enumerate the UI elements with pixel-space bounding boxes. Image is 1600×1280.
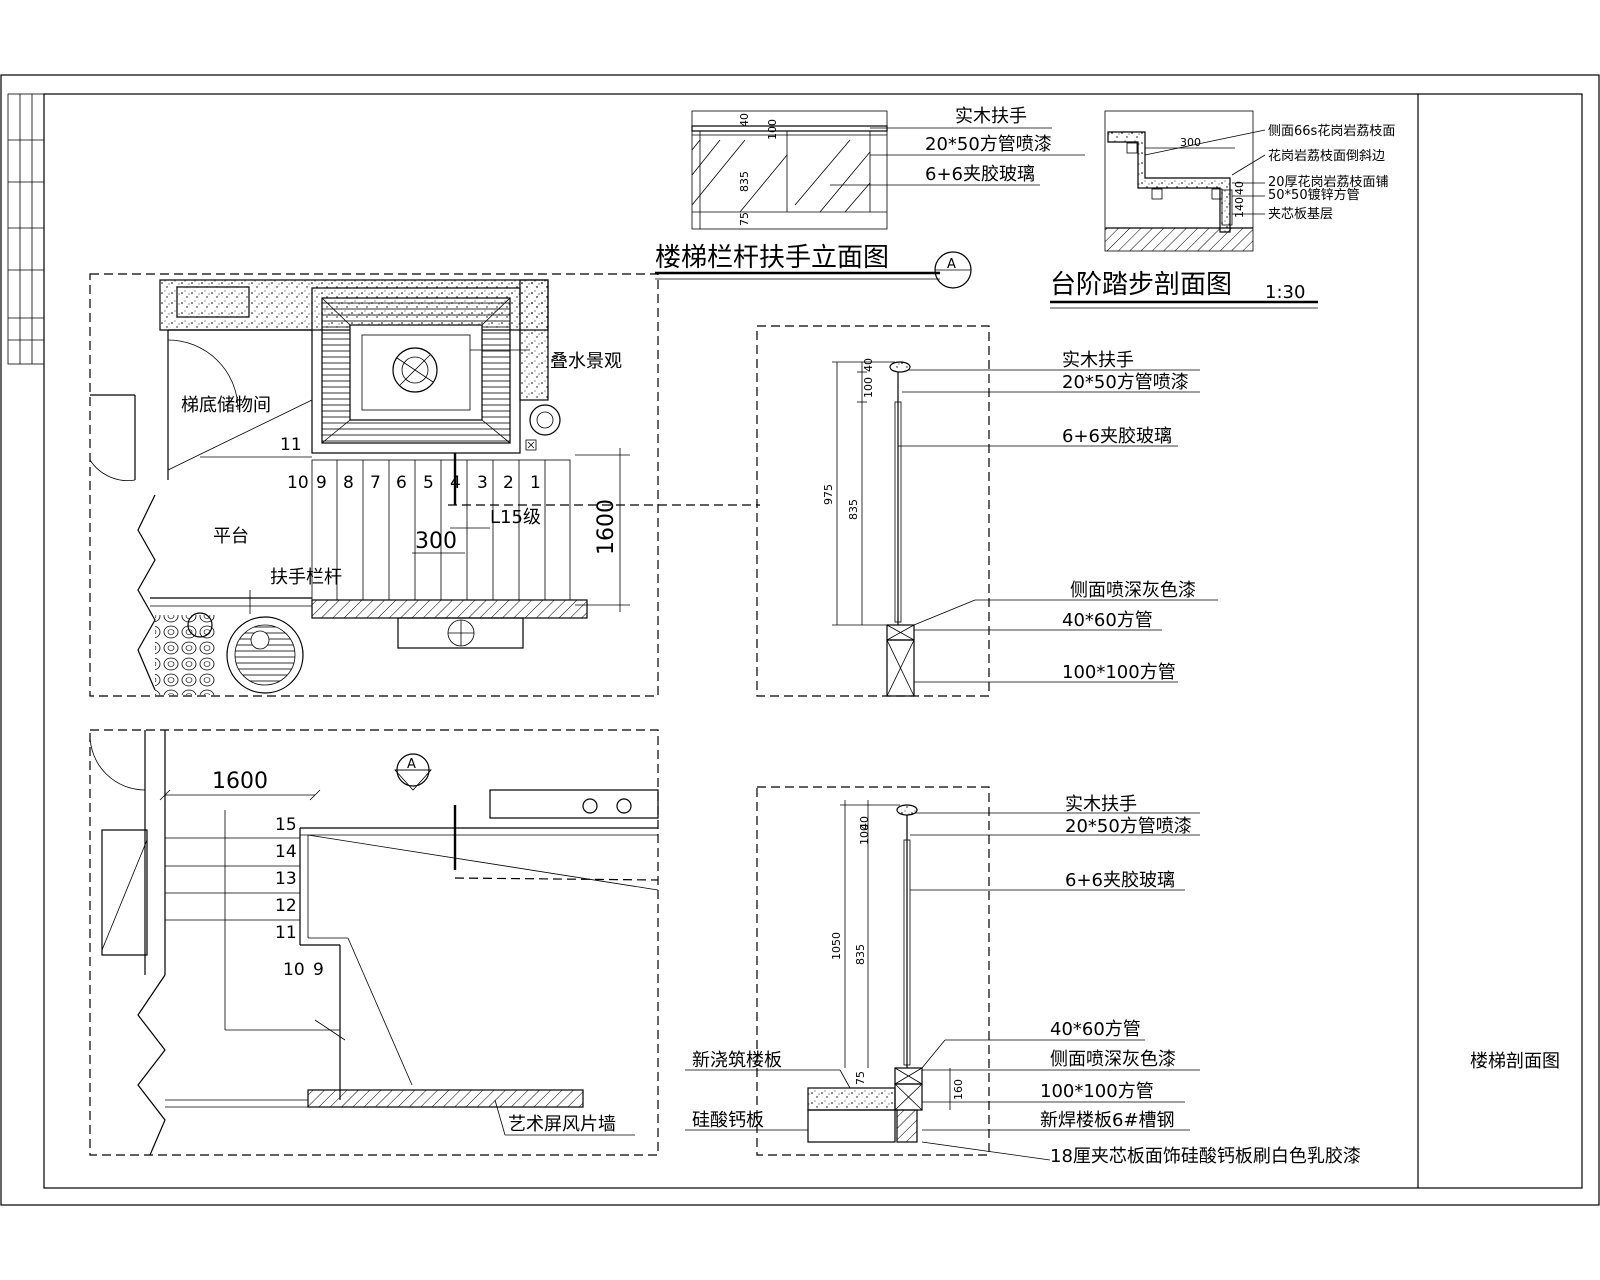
step-number-15: 15 (275, 815, 297, 835)
sec-a-dim-100: 100 (862, 377, 875, 398)
step-number-11-bottom: 11 (275, 923, 297, 943)
step-number-13: 13 (275, 869, 297, 889)
sec-a-label-side-paint: 侧面喷深灰色漆 (1070, 580, 1196, 601)
sec-b-label-calcium-board: 硅酸钙板 (692, 1110, 764, 1131)
sec-b-label-laminated-glass: 6+6夹胶玻璃 (1065, 870, 1175, 891)
dim-1600-bottom: 1600 (212, 769, 268, 794)
sec-a-label-square-tube: 20*50方管喷漆 (1062, 372, 1189, 393)
step-number-3: 3 (477, 473, 488, 493)
elevation-title: 楼梯栏杆扶手立面图 (655, 243, 889, 273)
dim-835: 835 (738, 171, 751, 192)
dim-width-1600: 1600 (594, 499, 619, 555)
label-granite-chamfer: 花岗岩荔枝面倒斜边 (1268, 148, 1385, 164)
step-number-7: 7 (370, 473, 381, 493)
sec-b-label-new-slab: 新浇筑楼板 (692, 1050, 782, 1071)
section-mark-a-bottom: A (407, 757, 416, 772)
label-laminated-glass: 6+6夹胶玻璃 (925, 164, 1035, 185)
step-number-10: 10 (287, 473, 309, 493)
label-granite-paving: 20厚花岗岩荔枝面铺 (1268, 174, 1389, 190)
sec-b-label-channel-steel: 新焊楼板6#槽钢 (1040, 1110, 1175, 1131)
step-dim-40: 40 (1233, 181, 1246, 195)
sec-b-dim-100: 100 (858, 824, 871, 845)
section-b: 40 100 1050 835 75 160 实木扶手 20*50方管喷漆 6+… (685, 786, 1361, 1167)
sec-b-dim-75: 75 (854, 1071, 867, 1085)
sec-a-dim-835: 835 (847, 499, 860, 520)
label-water-feature: 叠水景观 (550, 351, 622, 372)
label-wood-handrail: 实木扶手 (955, 106, 1027, 127)
dim-100: 100 (766, 119, 779, 140)
sheet-title: 楼梯剖面图 (1470, 1051, 1560, 1072)
step-number-11: 11 (280, 435, 302, 455)
dim-75: 75 (738, 212, 751, 226)
step-number-1: 1 (530, 473, 541, 493)
step-section-title: 台阶踏步剖面图 (1050, 270, 1232, 300)
sec-b-label-40x60-tube: 40*60方管 (1050, 1019, 1141, 1040)
sec-b-label-100x100-tube: 100*100方管 (1040, 1081, 1154, 1102)
sec-b-dim-835: 835 (854, 944, 867, 965)
sec-a-label-laminated-glass: 6+6夹胶玻璃 (1062, 426, 1172, 447)
sec-a-label-100x100-tube: 100*100方管 (1062, 662, 1176, 683)
sec-b-dim-40: 40 (858, 816, 871, 830)
plan-top: 叠水景观 11 10 9 8 7 6 5 4 3 2 1 L15级 300 (89, 273, 760, 697)
step-number-14: 14 (275, 842, 297, 862)
sec-b-dim-1050: 1050 (830, 932, 843, 960)
label-core-board: 夹芯板基层 (1268, 207, 1333, 222)
step-number-2: 2 (503, 473, 514, 493)
sec-a-label-40x60-tube: 40*60方管 (1062, 610, 1153, 631)
sec-b-dim-160: 160 (952, 1079, 965, 1100)
sec-b-label-wood-handrail: 实木扶手 (1065, 794, 1137, 815)
section-mark-a: A (947, 257, 956, 272)
label-art-screen-wall: 艺术屏风片墙 (508, 1114, 616, 1135)
label-handrail: 扶手栏杆 (270, 567, 342, 588)
step-number-12: 12 (275, 896, 297, 916)
label-step-count: L15级 (490, 507, 541, 528)
section-a: 40 100 975 835 实木扶手 20*50方管喷漆 6+6夹胶玻璃 侧面… (756, 325, 1218, 697)
sec-a-label-wood-handrail: 实木扶手 (1062, 350, 1134, 371)
sec-b-label-core-board-finish: 18厘夹芯板面饰硅酸钙板刷白色乳胶漆 (1050, 1146, 1361, 1167)
label-platform: 平台 (213, 526, 249, 547)
sec-a-dim-975: 975 (822, 484, 835, 505)
label-galvanized-tube: 50*50镀锌方管 (1268, 187, 1360, 203)
step-section-scale: 1:30 (1265, 282, 1305, 303)
sec-b-label-side-paint: 侧面喷深灰色漆 (1050, 1049, 1176, 1070)
handrail-elevation: 40 100 835 75 实木扶手 20*50方管喷漆 6+6夹胶玻璃 楼梯栏… (655, 106, 1085, 289)
step-number-8: 8 (343, 473, 354, 493)
sec-b-label-square-tube: 20*50方管喷漆 (1065, 816, 1192, 837)
step-dim-300: 300 (1180, 136, 1201, 149)
dim-40: 40 (738, 113, 751, 127)
label-side-granite: 侧面66s花岗岩荔枝面 (1268, 123, 1395, 139)
step-section: 300 40 140 侧面66s花岗岩荔枝面 花岗岩荔枝面倒斜边 20厚花岗岩荔… (1050, 110, 1395, 309)
step-number-10-bottom: 10 (283, 960, 305, 980)
step-number-5: 5 (423, 473, 434, 493)
step-number-6: 6 (396, 473, 407, 493)
label-storage-room: 梯底储物间 (181, 395, 271, 416)
sheet-frame (0, 74, 1600, 1206)
dim-tread-300: 300 (415, 529, 457, 554)
sec-a-dim-40: 40 (862, 358, 875, 372)
label-square-tube: 20*50方管喷漆 (925, 134, 1052, 155)
plan-bottom: 1600 A 15 14 13 12 11 10 9 (89, 729, 659, 1156)
step-number-9: 9 (316, 473, 327, 493)
step-dim-140: 140 (1233, 197, 1246, 218)
step-number-9-bottom: 9 (313, 960, 324, 980)
